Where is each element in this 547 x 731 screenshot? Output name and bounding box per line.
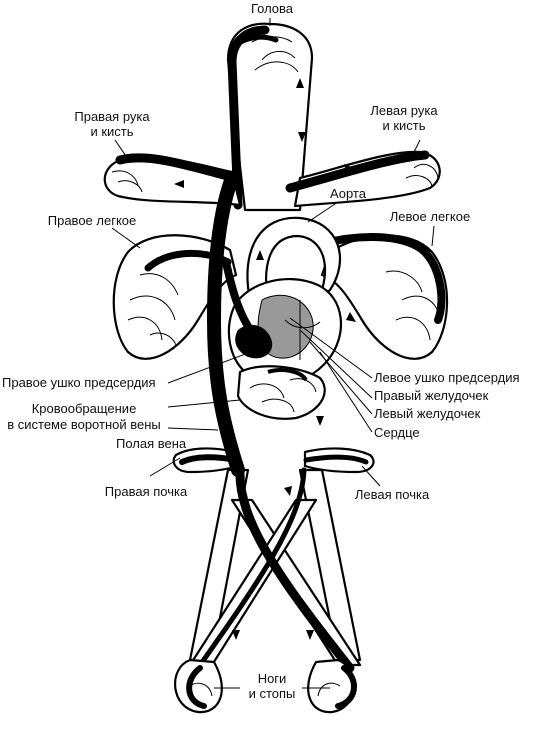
- label-right-arm-line2: и кисть: [90, 124, 133, 139]
- left-foot-loop: [307, 658, 357, 714]
- label-right-atrium: Правое ушко предсердия: [2, 375, 156, 390]
- left-arm-capillary-loop: [285, 150, 441, 208]
- label-vena-cava: Полая вена: [116, 436, 187, 451]
- label-left-arm-line2: и кисть: [382, 118, 425, 133]
- legs-vessels: [188, 465, 362, 673]
- label-left-atrium: Левое ушко предсердия: [374, 370, 520, 385]
- label-right-arm-line1: Правая рука: [74, 109, 150, 124]
- label-right-kidney: Правая почка: [105, 484, 188, 499]
- vena-cava: [207, 171, 262, 477]
- aorta-arch: [246, 216, 342, 302]
- label-left-ventricle: Левый желудочек: [374, 406, 481, 421]
- portal-circulation: [236, 365, 326, 420]
- right-lung: [112, 234, 238, 360]
- label-head: Голова: [251, 1, 294, 16]
- label-left-kidney: Левая почка: [355, 487, 430, 502]
- label-left-lung: Левое легкое: [390, 209, 470, 224]
- label-aorta: Аорта: [330, 186, 367, 201]
- label-portal-line1: Кровообращение: [32, 401, 137, 416]
- label-heart: Сердце: [374, 425, 420, 440]
- label-legs-line2: и стопы: [249, 686, 296, 701]
- left-kidney: [303, 447, 375, 474]
- head-capillary-loop: [226, 22, 314, 212]
- label-left-arm-line1: Левая рука: [370, 103, 438, 118]
- label-portal-line2: в системе воротной вены: [7, 417, 161, 432]
- right-arm-capillary-loop: [103, 153, 242, 207]
- label-right-ventricle: Правый желудочек: [374, 388, 489, 403]
- left-lung: [318, 233, 449, 360]
- flow-arrows: [174, 78, 356, 640]
- heart: [227, 277, 342, 386]
- right-foot-loop: [174, 658, 223, 714]
- labels: Голова Правая рука и кисть Левая рука и …: [2, 1, 520, 701]
- leader-lines: [111, 18, 435, 689]
- label-right-lung: Правое легкое: [48, 213, 137, 228]
- label-legs-line1: Ноги: [258, 671, 287, 686]
